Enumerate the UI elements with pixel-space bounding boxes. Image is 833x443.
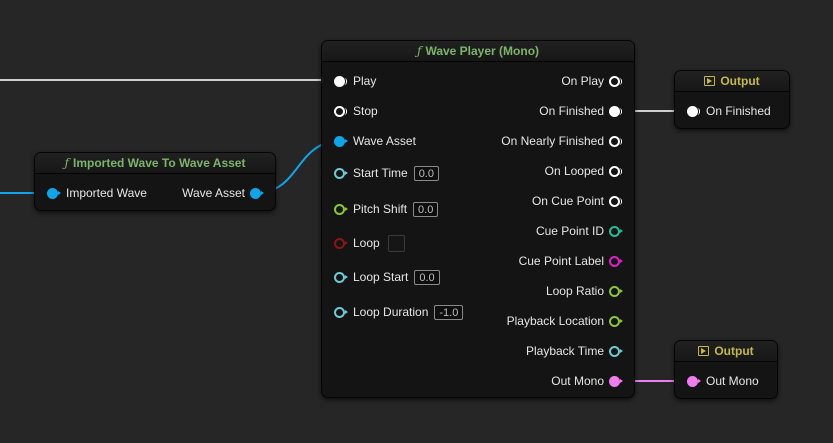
float-pin-icon[interactable] bbox=[334, 272, 348, 284]
pin-stop[interactable]: Stop bbox=[334, 103, 378, 119]
exec-pin-icon[interactable] bbox=[609, 136, 622, 148]
pin-out-mono[interactable]: Out Mono bbox=[551, 373, 623, 389]
pitch-shift-input[interactable]: 0.0 bbox=[413, 202, 439, 218]
pin-on-finished[interactable]: On Finished bbox=[539, 103, 622, 119]
start-time-input[interactable]: 0.0 bbox=[413, 166, 439, 182]
pin-loop-duration[interactable]: Loop Duration-1.0 bbox=[334, 304, 464, 321]
pin-wave-asset[interactable]: Wave Asset bbox=[334, 133, 416, 149]
pin-wave-asset-out[interactable]: Wave Asset bbox=[182, 185, 264, 201]
wave-asset-pin-icon[interactable] bbox=[47, 188, 61, 200]
pin-loop[interactable]: Loop bbox=[334, 235, 405, 253]
int-pin-icon[interactable] bbox=[609, 226, 623, 238]
loop-duration-input[interactable]: -1.0 bbox=[434, 305, 464, 321]
float-pin-icon[interactable] bbox=[334, 204, 348, 216]
pin-on-looped[interactable]: On Looped bbox=[545, 163, 622, 179]
pin-cue-point-label[interactable]: Cue Point Label bbox=[519, 253, 623, 269]
exec-pin-icon[interactable] bbox=[609, 106, 622, 118]
float-pin-icon[interactable] bbox=[609, 286, 623, 298]
exec-pin-icon[interactable] bbox=[334, 76, 347, 88]
node-header[interactable]: Output bbox=[675, 341, 777, 362]
exec-pin-icon[interactable] bbox=[334, 106, 347, 118]
float-pin-icon[interactable] bbox=[609, 346, 623, 358]
float-pin-icon[interactable] bbox=[334, 168, 348, 180]
function-icon: ƒ bbox=[416, 44, 422, 58]
audio-pin-icon[interactable] bbox=[609, 376, 623, 388]
exec-pin-icon[interactable] bbox=[609, 76, 622, 88]
function-icon: ƒ bbox=[64, 156, 69, 170]
loop-checkbox[interactable] bbox=[387, 235, 405, 253]
output-icon bbox=[704, 76, 716, 86]
pin-playback-location[interactable]: Playback Location bbox=[507, 313, 623, 329]
node-title: Output bbox=[714, 344, 754, 358]
pin-on-nearly-finished[interactable]: On Nearly Finished bbox=[501, 133, 622, 149]
pin-imported-wave[interactable]: Imported Wave bbox=[47, 185, 147, 201]
pin-on-play[interactable]: On Play bbox=[561, 73, 622, 89]
exec-pin-icon[interactable] bbox=[687, 106, 700, 118]
pin-play[interactable]: Play bbox=[334, 73, 376, 89]
float-pin-icon[interactable] bbox=[334, 307, 348, 319]
string-pin-icon[interactable] bbox=[609, 256, 623, 268]
node-title: Wave Player (Mono) bbox=[425, 44, 540, 58]
wave-asset-pin-icon[interactable] bbox=[334, 136, 348, 148]
float-pin-icon[interactable] bbox=[609, 316, 623, 328]
pin-cue-point-id[interactable]: Cue Point ID bbox=[536, 223, 623, 239]
audio-pin-icon[interactable] bbox=[687, 376, 701, 388]
pin-out-mono-in[interactable]: Out Mono bbox=[687, 373, 759, 389]
exec-pin-icon[interactable] bbox=[609, 166, 622, 178]
wave-asset-pin-icon[interactable] bbox=[250, 188, 264, 200]
node-header[interactable]: Output bbox=[675, 71, 789, 92]
node-title: Output bbox=[720, 74, 760, 88]
node-title: Imported Wave To Wave Asset bbox=[72, 156, 246, 170]
pin-on-cue-point[interactable]: On Cue Point bbox=[532, 193, 622, 209]
output-on-finished-node[interactable]: Output On Finished bbox=[674, 70, 790, 129]
pin-playback-time[interactable]: Playback Time bbox=[526, 343, 623, 359]
loop-start-input[interactable]: 0.0 bbox=[414, 270, 440, 286]
output-icon bbox=[698, 346, 710, 356]
output-out-mono-node[interactable]: Output Out Mono bbox=[674, 340, 778, 399]
bool-pin-icon[interactable] bbox=[334, 238, 348, 250]
pin-loop-ratio[interactable]: Loop Ratio bbox=[546, 283, 623, 299]
pin-on-finished-in[interactable]: On Finished bbox=[687, 103, 771, 119]
exec-pin-icon[interactable] bbox=[609, 196, 622, 208]
